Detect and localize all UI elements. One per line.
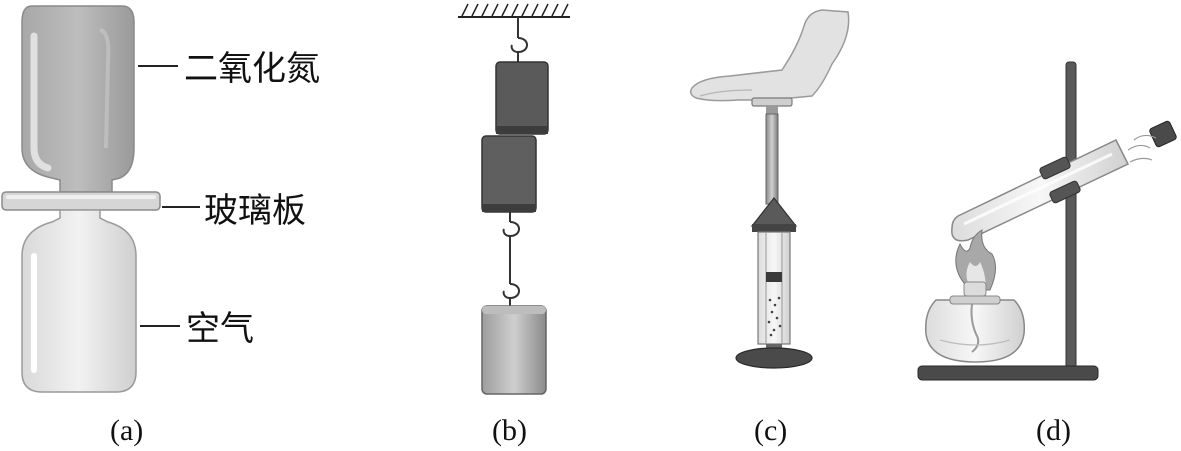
test-tube bbox=[951, 139, 1130, 242]
label-air: 空气 bbox=[186, 309, 254, 349]
panel-b: (b) bbox=[458, 3, 570, 447]
caption-c: (c) bbox=[754, 414, 787, 447]
alcohol-lamp bbox=[924, 281, 1026, 363]
steam-lines bbox=[1127, 134, 1157, 163]
panel-a: 二氧化氮 玻璃板 空气 (a) bbox=[1, 5, 320, 447]
iron-stand-rod bbox=[1065, 61, 1077, 377]
lead-block-upper bbox=[495, 61, 549, 135]
caption-a: (a) bbox=[110, 414, 143, 447]
hand-icon bbox=[689, 9, 850, 102]
ceiling-support bbox=[458, 3, 570, 18]
caption-d: (d) bbox=[1036, 414, 1071, 447]
test-tube-clamp bbox=[1039, 156, 1081, 204]
label-glass-plate: 玻璃板 bbox=[204, 191, 306, 231]
hanging-weight bbox=[481, 305, 547, 395]
caption-b: (b) bbox=[492, 414, 527, 447]
hook-icon bbox=[502, 283, 520, 300]
hook-icon bbox=[510, 37, 528, 54]
stopper bbox=[1149, 120, 1177, 148]
hook-icon bbox=[502, 221, 520, 238]
glass-plate bbox=[1, 191, 161, 211]
label-nitrogen-dioxide: 二氧化氮 bbox=[184, 49, 320, 89]
bottom-air-bottle bbox=[21, 209, 137, 393]
panel-d: (d) bbox=[917, 61, 1177, 447]
lead-block-lower bbox=[481, 135, 537, 213]
fire-syringe-cylinder bbox=[757, 231, 791, 345]
syringe-base bbox=[735, 347, 813, 369]
top-gas-bottle bbox=[21, 5, 135, 193]
panel-c: (c) bbox=[689, 9, 850, 447]
piston-rod bbox=[765, 113, 779, 205]
iron-stand-base bbox=[917, 365, 1099, 381]
